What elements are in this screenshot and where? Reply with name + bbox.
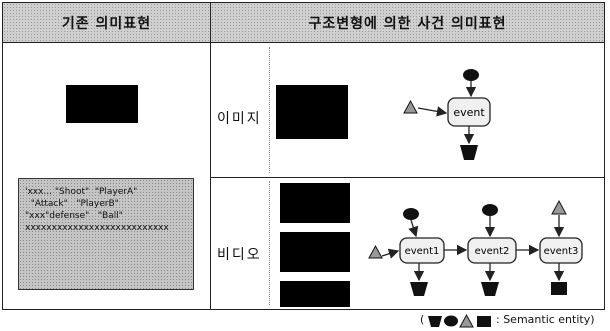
- row-label-video: 비디오: [217, 247, 262, 263]
- header-existing-representation: 기존 의미표현: [3, 3, 211, 43]
- label-divider-video: [269, 181, 270, 305]
- row-divider: [211, 177, 604, 178]
- edge-line: [408, 219, 419, 238]
- legend: (: [420, 313, 424, 326]
- image-thumbnail-existing: [66, 85, 138, 123]
- event-label: event2: [475, 246, 510, 257]
- entity-cup-icon: [481, 282, 499, 296]
- header-right-text: 구조변형에 의한 사건 의미표현: [308, 15, 507, 32]
- entity-triangle-icon: [403, 99, 418, 114]
- legend-text: : Semantic entity): [496, 313, 595, 326]
- legend-open-paren: (: [420, 313, 425, 326]
- header-event-representation: 구조변형에 의한 사건 의미표현: [211, 3, 604, 43]
- legend-triangle-icon: [459, 313, 474, 328]
- row-label-image: 이미지: [217, 111, 262, 127]
- header-left-text: 기존 의미표현: [61, 15, 152, 32]
- entity-ellipse-icon: [482, 204, 498, 216]
- text-line: "xxx"defense" "Ball": [25, 211, 123, 221]
- legend-text-wrap: : Semantic entity): [496, 313, 595, 326]
- event-label: event1: [405, 246, 440, 257]
- label-divider-image: [269, 47, 270, 173]
- entity-triangle-icon: [551, 199, 567, 215]
- event-label: event3: [544, 246, 579, 257]
- entity-ellipse-icon: [403, 208, 419, 220]
- semantic-text-panel: 'xxx... "Shoot" "PlayerA" "Attack" "Play…: [18, 178, 194, 290]
- entity-triangle-icon: [368, 244, 383, 259]
- text-line: xxxxxxxxxxxxxxxxxxxxxxxxxxx: [25, 223, 169, 233]
- text-line: "Attack" "PlayerB": [25, 199, 119, 209]
- entity-cup-icon: [410, 282, 428, 296]
- image-thumbnail: [276, 85, 348, 139]
- edge-line: [381, 248, 400, 259]
- diagram-frame: 기존 의미표현 구조변형에 의한 사건 의미표현: [2, 2, 605, 310]
- video-frame-1: [280, 183, 350, 223]
- event-label: event: [453, 106, 485, 119]
- event-node: [539, 237, 583, 264]
- legend-ellipse-icon: [444, 315, 458, 327]
- entity-square-icon: [551, 282, 567, 295]
- legend-cup-icon: [428, 316, 442, 327]
- video-frame-2: [280, 232, 350, 272]
- video-frame-3: [280, 281, 350, 307]
- entity-cup-icon: [460, 145, 478, 160]
- edge-line: [417, 106, 448, 117]
- column-divider: [210, 43, 211, 309]
- legend-square-icon: [477, 316, 491, 327]
- entity-ellipse-icon: [463, 69, 479, 81]
- text-line: 'xxx... "Shoot" "PlayerA": [25, 187, 138, 197]
